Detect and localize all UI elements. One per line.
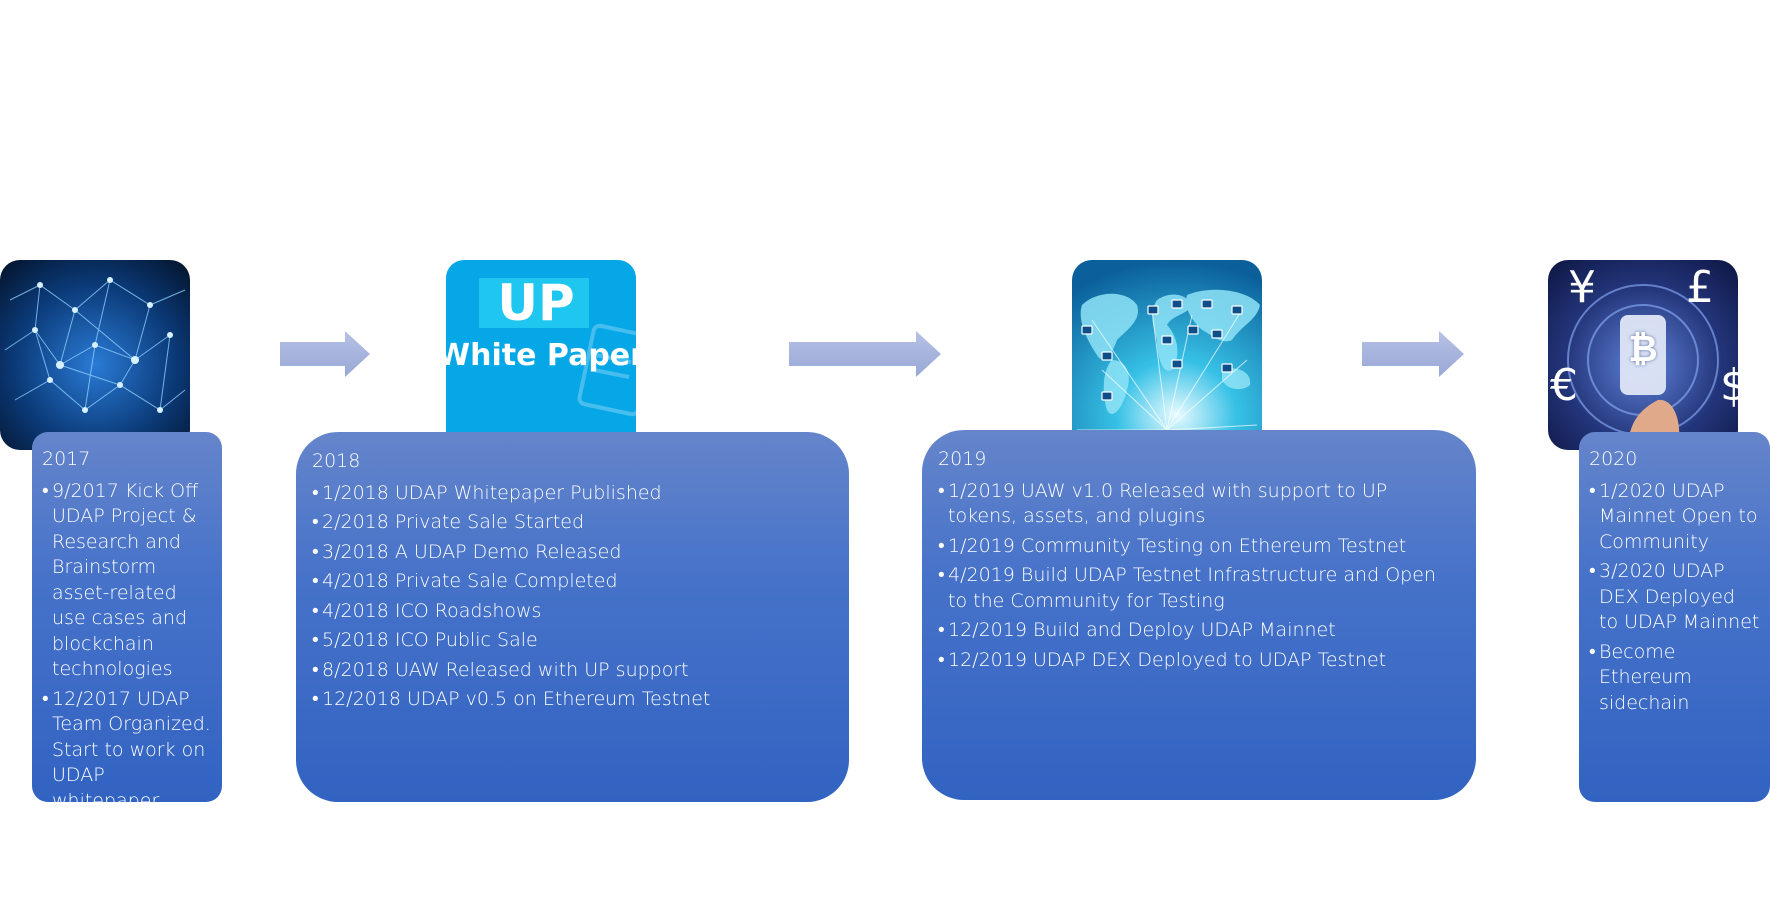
right-arrow-icon [1362,331,1464,377]
white-paper-icon [446,260,636,450]
timeline-arrow [789,331,941,377]
right-arrow-icon [789,331,941,377]
milestone-item: 12/2017 UDAP Team Organized. Start to wo… [42,687,212,815]
milestone-year: 2017 [42,448,91,470]
milestone-card-2019: 2019 1/2019 UAW v1.0 Released with suppo… [922,430,1476,800]
bitcoin-symbol: ₿ [1628,329,1658,370]
milestone-year: 2019 [938,448,987,470]
right-arrow-icon [280,331,370,377]
world-map-network-image [1072,260,1262,432]
milestone-item: 3/2018 A UDAP Demo Released [312,540,833,566]
milestone-item: 5/2018 ICO Public Sale [312,628,833,654]
milestone-list: 1/2018 UDAP Whitepaper Published 2/2018 … [312,481,833,713]
pound-symbol: £ [1686,262,1714,313]
milestone-item: 3/2020 UDAP DEX Deployed to UDAP Mainnet [1589,559,1760,636]
milestone-item: 8/2018 UAW Released with UP support [312,658,833,684]
yen-symbol: ¥ [1568,262,1596,313]
milestone-list: 1/2020 UDAP Mainnet Open to Community 3/… [1589,479,1760,717]
milestone-card-2017: 2017 9/2017 Kick Off UDAP Project & Rese… [32,432,222,812]
euro-symbol: € [1550,360,1578,411]
milestone-item: 4/2019 Build UDAP Testnet Infrastructure… [938,563,1460,614]
milestone-item: 2/2018 Private Sale Started [312,510,833,536]
milestone-list: 1/2019 UAW v1.0 Released with support to… [938,479,1460,674]
milestone-year: 2020 [1589,448,1638,470]
timeline-arrow [280,331,370,377]
milestone-card-2018: 2018 1/2018 UDAP Whitepaper Published 2/… [296,432,849,802]
network-nodes-icon [0,260,190,450]
milestone-card-2020: 2020 1/2020 UDAP Mainnet Open to Communi… [1579,432,1770,802]
milestone-item: 4/2018 Private Sale Completed [312,569,833,595]
up-white-paper-image: UP White Paper [446,260,636,450]
up-logo-text: UP [497,274,575,332]
milestone-item: Become Ethereum sidechain [1589,640,1760,717]
crypto-currency-image: ¥ £ € $ ₿ [1548,260,1738,450]
milestone-list: 9/2017 Kick Off UDAP Project & Research … [42,479,212,815]
milestone-year: 2018 [312,450,361,472]
network-nodes-image [0,260,190,450]
milestone-item: 12/2019 UDAP DEX Deployed to UDAP Testne… [938,648,1460,674]
milestone-item: 9/2017 Kick Off UDAP Project & Research … [42,479,212,683]
dollar-symbol: $ [1720,360,1738,411]
milestone-item: 4/2018 ICO Roadshows [312,599,833,625]
milestone-item: 1/2019 UAW v1.0 Released with support to… [938,479,1460,530]
milestone-item: 1/2019 Community Testing on Ethereum Tes… [938,534,1460,560]
world-map-icon [1072,260,1262,432]
white-paper-caption: White Paper [446,338,636,373]
timeline-arrow [1362,331,1464,377]
milestone-item: 1/2020 UDAP Mainnet Open to Community [1589,479,1760,556]
milestone-item: 12/2018 UDAP v0.5 on Ethereum Testnet [312,687,833,713]
milestone-item: 12/2019 Build and Deploy UDAP Mainnet [938,618,1460,644]
milestone-item: 1/2018 UDAP Whitepaper Published [312,481,833,507]
